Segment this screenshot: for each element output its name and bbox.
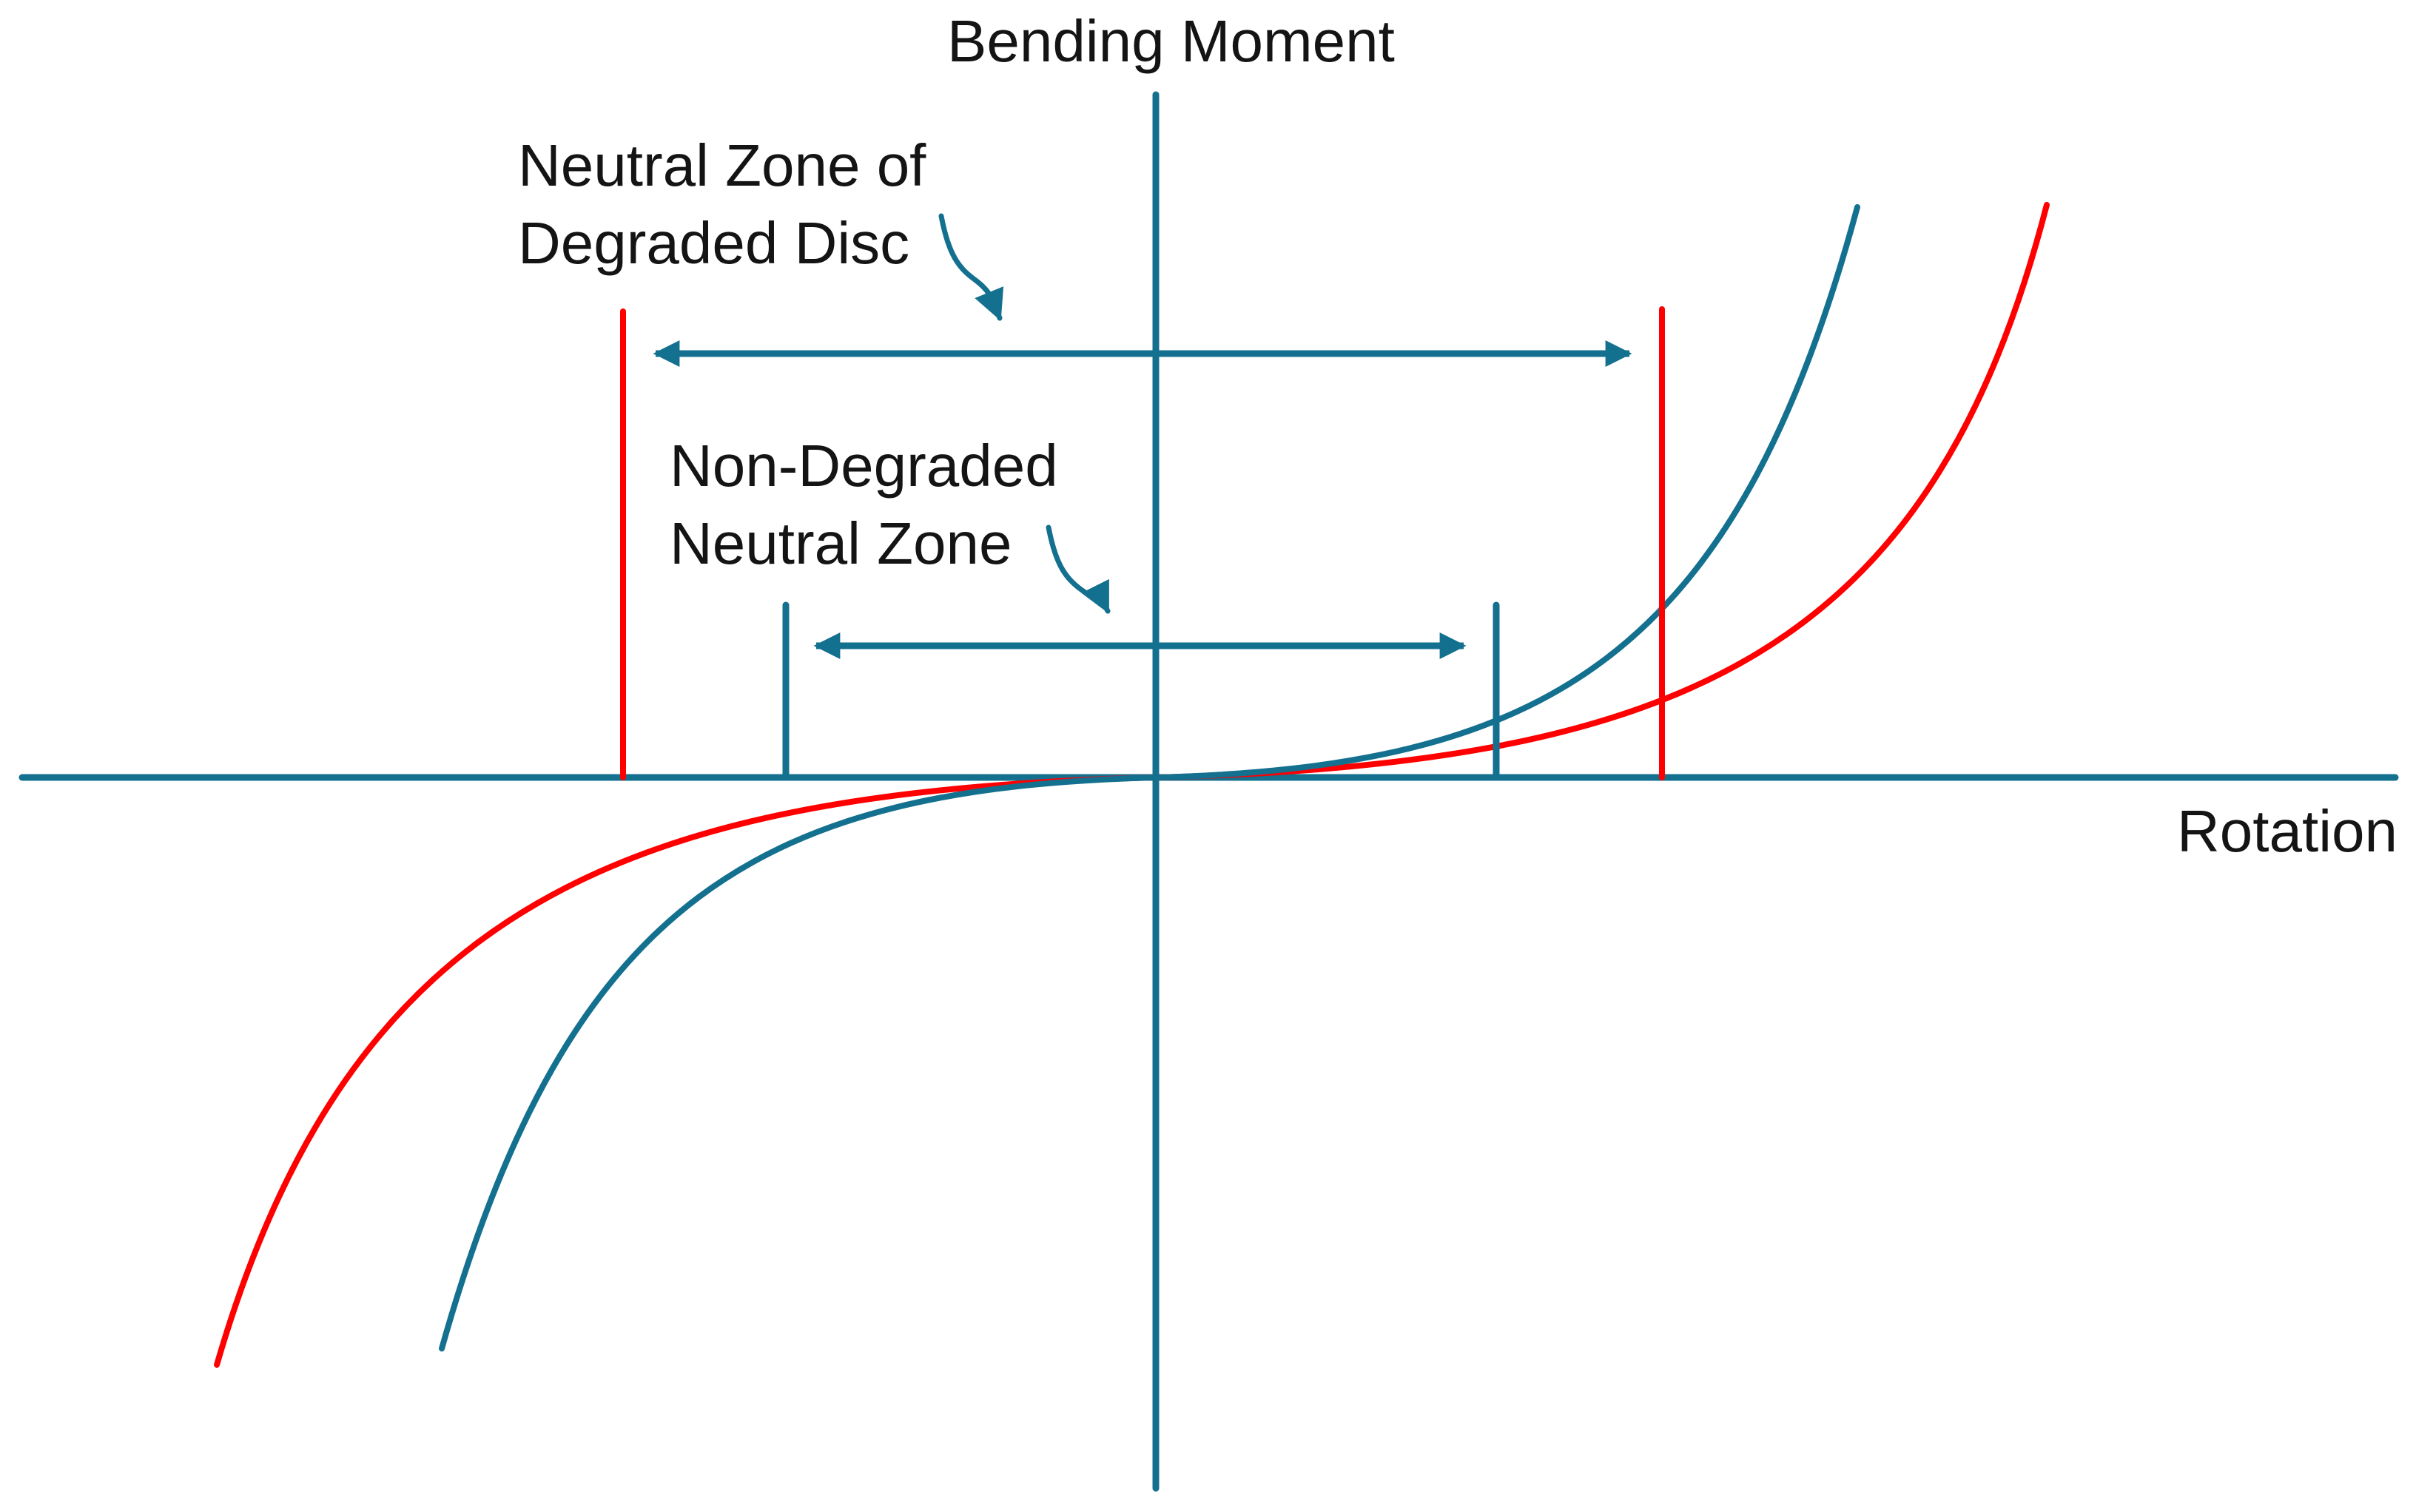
nondegraded-zone-label-line1: Non-Degraded [670, 433, 1058, 499]
degraded-zone-label-line2: Degraded Disc [518, 209, 910, 276]
y-axis-title: Bending Moment [947, 8, 1395, 74]
nondegraded-zone-label: Non-Degraded Neutral Zone [670, 428, 1058, 583]
degraded-label-leader-arrow-icon [938, 213, 1004, 321]
degraded-zone-label: Neutral Zone of Degraded Disc [518, 127, 926, 283]
x-axis-label: Rotation [2177, 798, 2398, 864]
degraded-zone-label-line1: Neutral Zone of [518, 132, 926, 198]
nondegraded-zone-label-line2: Neutral Zone [670, 510, 1012, 576]
curve-non-degraded-disc [439, 204, 1860, 1351]
nondegraded-label-leader-arrow-icon [1046, 524, 1111, 614]
